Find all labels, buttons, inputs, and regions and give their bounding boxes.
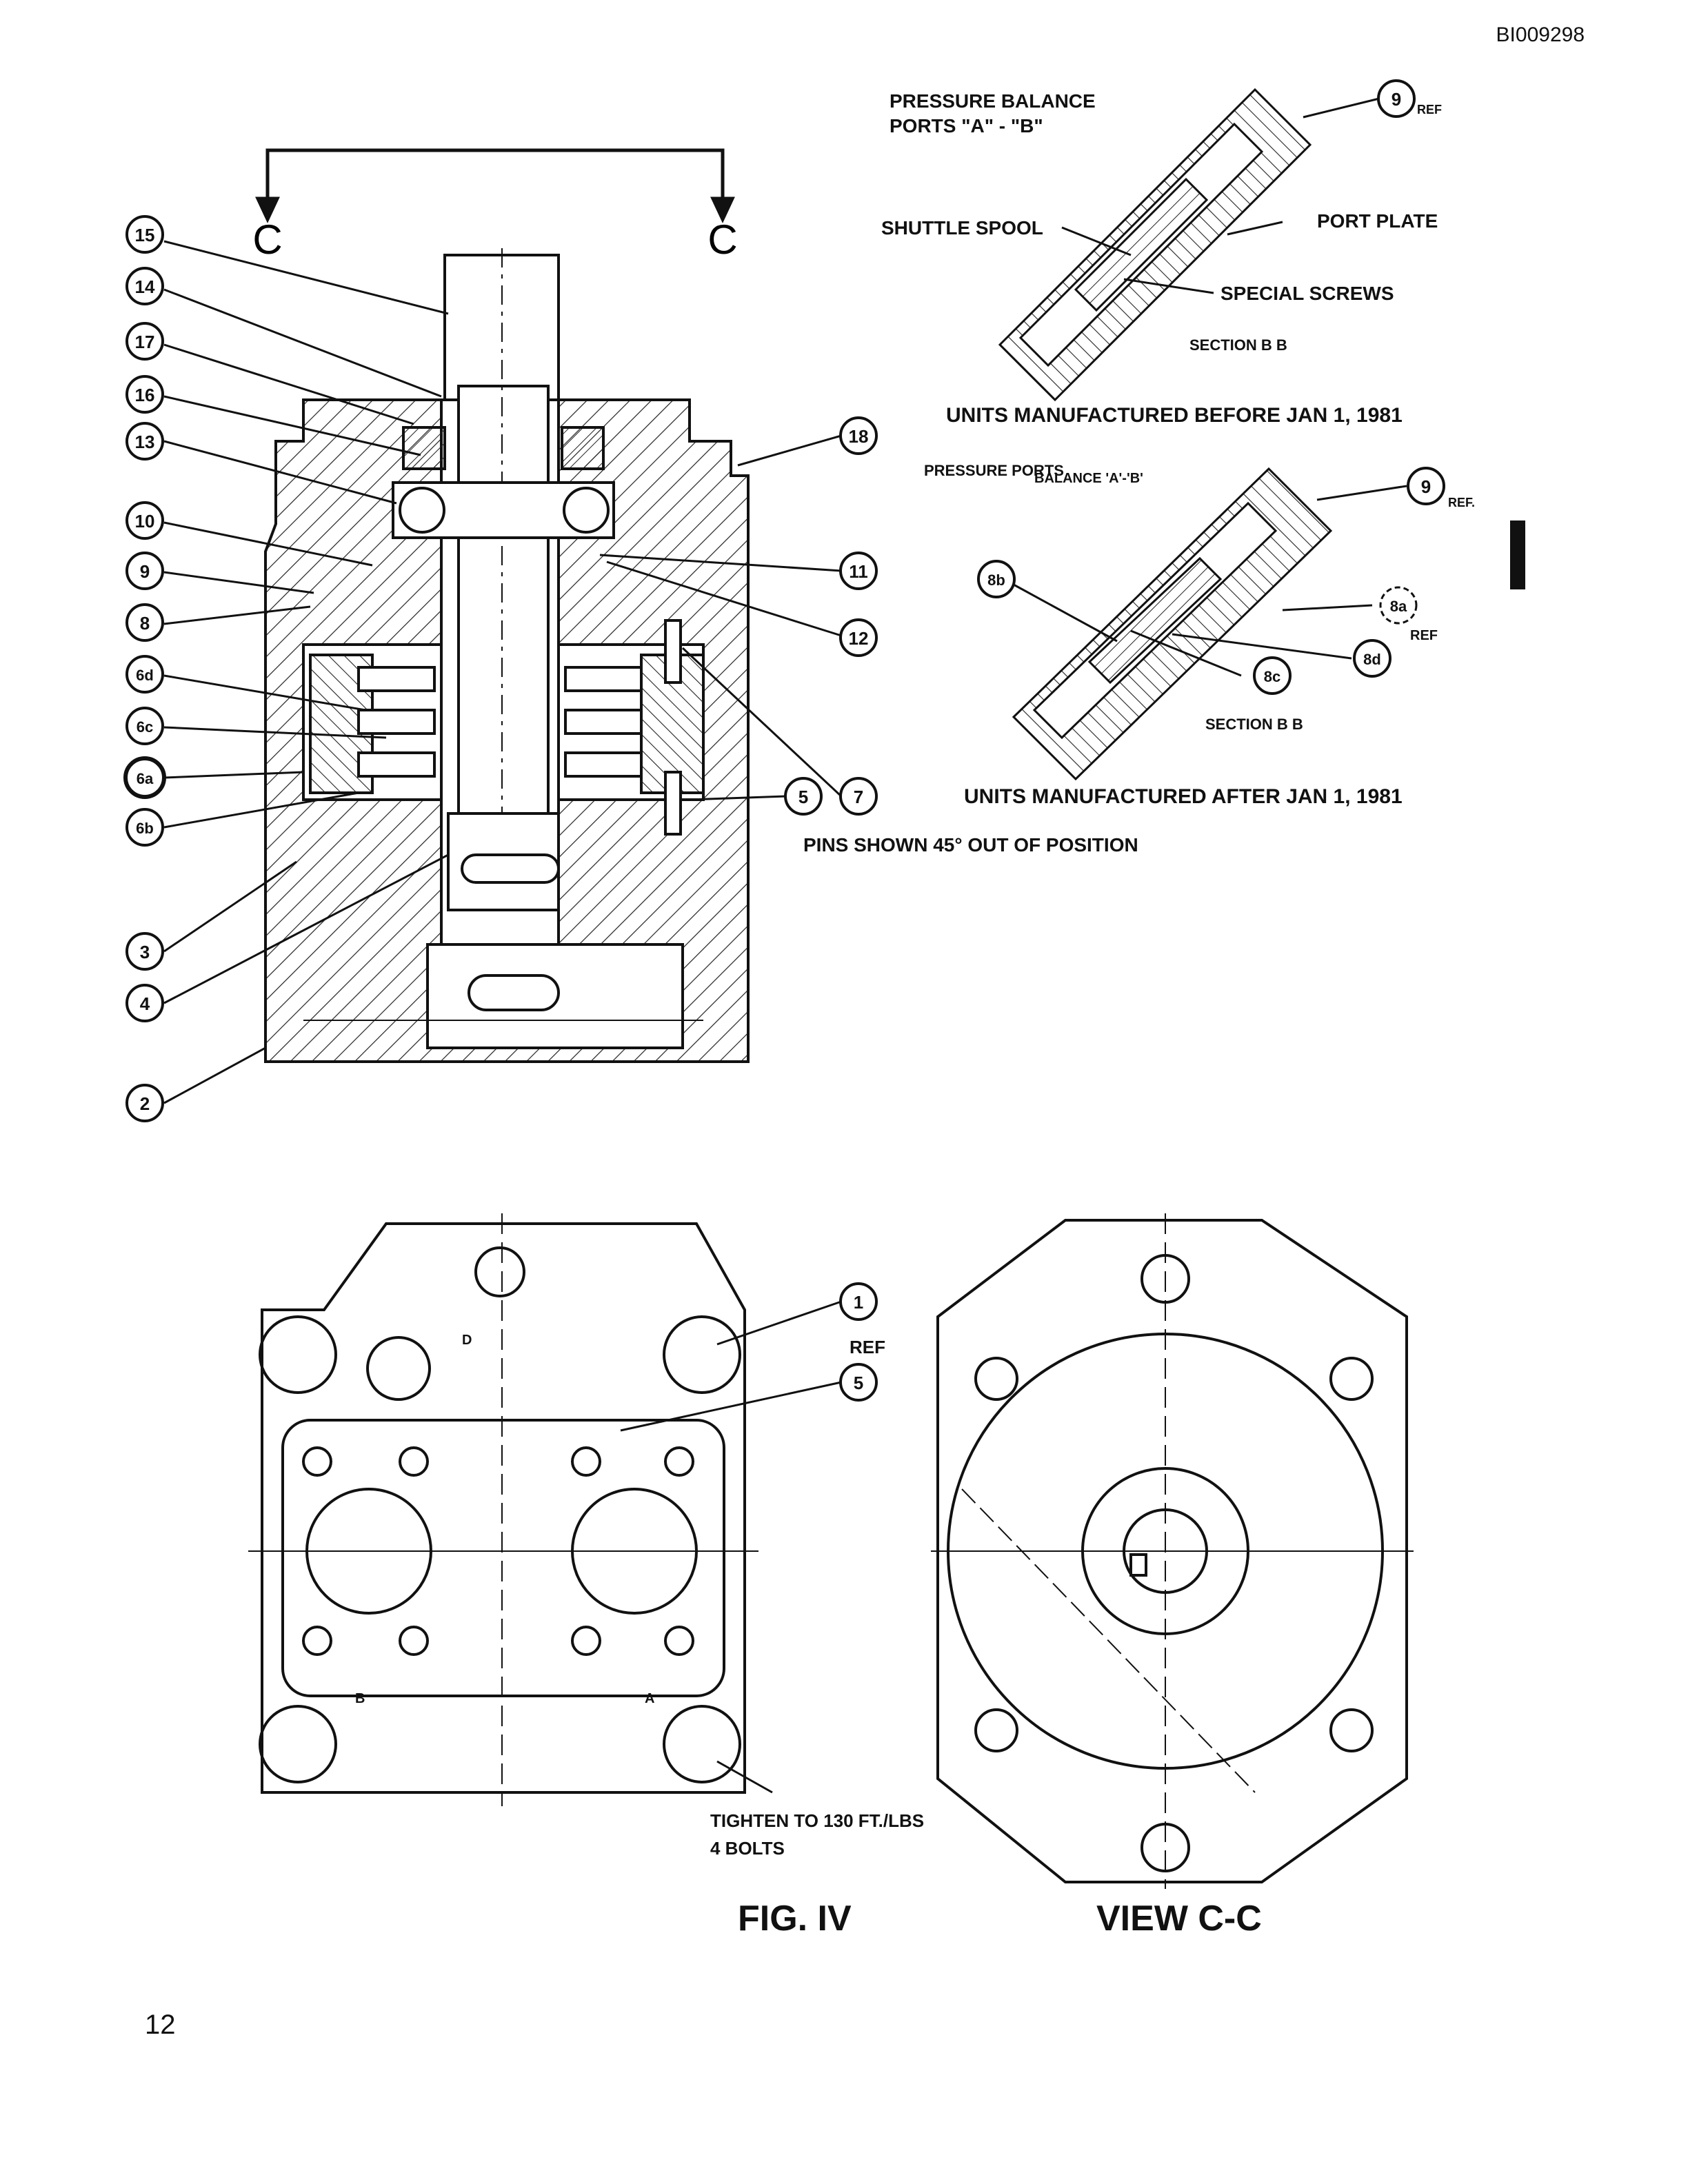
balloon: 9 (1407, 467, 1445, 505)
balloon: 3 (125, 932, 164, 971)
balloon: 4 (125, 984, 164, 1022)
balloon: 12 (839, 618, 878, 657)
tighten-note: TIGHTEN TO 130 FT./LBS (710, 1810, 924, 1831)
detail-section-before-1981 (998, 88, 1312, 402)
svg-text:6b: 6b (136, 820, 154, 837)
svg-text:14: 14 (135, 276, 155, 297)
detail-section-after-1981 (1012, 467, 1333, 781)
ports-ab-label: PORTS "A" - "B" (890, 115, 1043, 136)
balloon: 10 (125, 501, 164, 540)
view-c-c-caption: VIEW C-C (1096, 1899, 1262, 1939)
section-mark-left: C (252, 216, 282, 263)
svg-text:8c: 8c (1264, 668, 1280, 685)
balloon: 14 (125, 267, 164, 305)
svg-text:2: 2 (140, 1093, 150, 1114)
caption-before-1981: UNITS MANUFACTURED BEFORE JAN 1, 1981 (946, 404, 1403, 427)
svg-text:9: 9 (1391, 89, 1401, 110)
shuttle-spool-label: SHUTTLE SPOOL (881, 217, 1043, 239)
svg-text:6a: 6a (137, 770, 154, 787)
svg-text:9: 9 (1421, 476, 1431, 497)
svg-text:12: 12 (849, 628, 869, 649)
svg-text:9: 9 (140, 561, 150, 582)
port-letter-d: D (462, 1333, 472, 1348)
ref-label-8a: REF (1410, 628, 1438, 643)
balloon: 6a (123, 756, 166, 799)
svg-text:5: 5 (854, 1373, 863, 1393)
svg-text:6c: 6c (137, 718, 153, 736)
balloon: 1 (839, 1282, 878, 1321)
balloon: 5 (839, 1363, 878, 1402)
svg-text:8: 8 (140, 613, 150, 634)
svg-text:7: 7 (854, 787, 863, 807)
balloon: 13 (125, 422, 164, 461)
svg-text:4: 4 (140, 993, 150, 1014)
balloon: 6d (125, 655, 164, 694)
leader-lines (163, 97, 1407, 1794)
section-bb-after: SECTION B B (1205, 716, 1303, 733)
balloon: 11 (839, 552, 878, 590)
page-number: 12 (145, 2010, 176, 2040)
ref-label-1: REF (850, 1337, 885, 1357)
svg-text:13: 13 (135, 432, 155, 452)
balloon: 17 (125, 322, 164, 361)
bolts-note: 4 BOLTS (710, 1838, 785, 1859)
item-balloons: 15 14 17 16 13 10 9 8 6d 6c 6a 6b 3 4 2 … (123, 79, 1445, 1402)
pressure-ports-label: PRESSURE PORTS (924, 462, 1064, 479)
pressure-balance-label: PRESSURE BALANCE (890, 90, 1096, 112)
balloon: 18 (839, 416, 878, 455)
balloon: 2 (125, 1084, 164, 1122)
section-mark-right: C (707, 216, 737, 263)
callout-text: PINS SHOWN 45° OUT OF POSITION REF REF R… (355, 90, 1475, 1939)
balloon: 9 (1377, 79, 1416, 118)
section-bb-before: SECTION B B (1189, 336, 1287, 354)
svg-text:18: 18 (849, 426, 869, 447)
svg-text:6d: 6d (136, 667, 154, 684)
section-arrow-c-c (255, 148, 735, 223)
balloon: 8d (1353, 639, 1391, 678)
svg-text:1: 1 (854, 1292, 863, 1313)
ref-label-9: REF (1417, 103, 1442, 117)
svg-text:5: 5 (798, 787, 808, 807)
ref-label-9b: REF. (1448, 496, 1475, 509)
balloon: 5 (784, 777, 823, 816)
port-letter-a: A (645, 1691, 654, 1706)
svg-text:15: 15 (135, 225, 155, 245)
balloon: 8a (1379, 586, 1418, 625)
caption-after-1981: UNITS MANUFACTURED AFTER JAN 1, 1981 (964, 785, 1403, 808)
svg-text:17: 17 (135, 332, 155, 352)
balance-ab-label: BALANCE 'A'-'B' (1034, 471, 1143, 486)
fig-iv-port-face (248, 1213, 758, 1806)
balloon: 8b (977, 560, 1016, 598)
svg-text:3: 3 (140, 942, 150, 962)
svg-text:11: 11 (849, 561, 868, 582)
view-c-c-shaft-face (931, 1213, 1414, 1889)
balloon: 15 (125, 215, 164, 254)
fig-iv-caption: FIG. IV (738, 1899, 852, 1939)
document-id: BI009298 (1496, 23, 1585, 46)
pins-note-line1: PINS SHOWN 45° OUT OF POSITION (803, 834, 1138, 856)
balloon: 9 (125, 552, 164, 590)
svg-text:8a: 8a (1390, 598, 1407, 615)
svg-text:10: 10 (135, 511, 155, 532)
svg-text:16: 16 (135, 385, 155, 405)
balloon: 16 (125, 375, 164, 414)
port-plate-label: PORT PLATE (1317, 210, 1438, 232)
special-screws-label: SPECIAL SCREWS (1220, 283, 1394, 304)
balloon: 6c (125, 707, 164, 745)
port-letter-b: B (355, 1691, 365, 1706)
balloon: 6b (125, 808, 164, 847)
balloon: 8c (1253, 656, 1292, 695)
balloon: 7 (839, 777, 878, 816)
balloon: 8 (125, 603, 164, 642)
svg-text:8b: 8b (987, 572, 1005, 589)
motor-cross-section (264, 248, 750, 1063)
revision-bar (1510, 520, 1525, 589)
svg-text:8d: 8d (1363, 651, 1381, 668)
